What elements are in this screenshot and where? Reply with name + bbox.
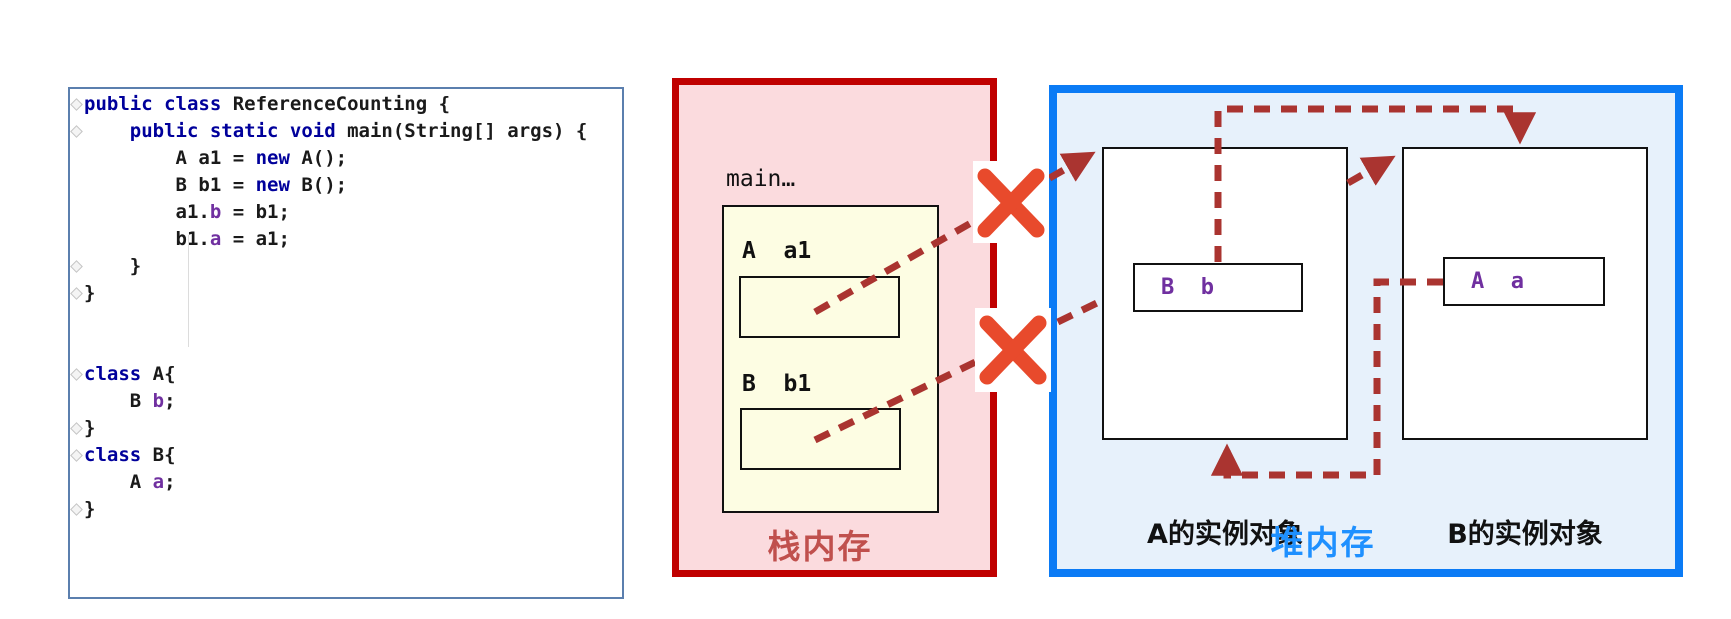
var-b1-slot — [740, 408, 901, 470]
code-lines: public class ReferenceCounting { public … — [70, 91, 622, 523]
fold-marker-icon — [70, 260, 83, 273]
code-line: B b1 = new B(); — [84, 174, 348, 196]
code-line: } — [70, 496, 622, 523]
var-a1-label: A a1 — [742, 238, 812, 264]
code-line: public static void main(String[] args) { — [70, 118, 622, 145]
code-line: class A{ — [70, 361, 622, 388]
fold-marker-icon — [70, 287, 83, 300]
stack-memory-title: 栈内存 — [767, 527, 873, 566]
code-line: } — [70, 280, 622, 307]
code-line: A a; — [84, 471, 176, 493]
fold-marker-icon — [70, 422, 83, 435]
code-line: B b; — [84, 390, 176, 412]
code-line: } — [70, 253, 622, 280]
field-a-slot: A a — [1443, 257, 1605, 306]
heap-memory-title: 堆内存 — [1270, 523, 1376, 562]
code-line: public class ReferenceCounting { — [70, 91, 622, 118]
instance-b-label: B的实例对象 — [1447, 519, 1603, 550]
code-line — [84, 307, 622, 334]
code-line: A a1 = new A(); — [84, 147, 348, 169]
fold-marker-icon — [70, 98, 83, 111]
code-line: class B{ — [70, 442, 622, 469]
code-panel: public class ReferenceCounting { public … — [68, 87, 624, 599]
fold-marker-icon — [70, 503, 83, 516]
stack-frame-label: main… — [726, 166, 796, 192]
fold-marker-icon — [70, 368, 83, 381]
code-line: b1.a = a1; — [84, 228, 290, 250]
code-line: a1.b = b1; — [84, 201, 290, 223]
var-b1-label: B b1 — [742, 371, 812, 397]
code-line: } — [70, 415, 622, 442]
var-a1-slot — [739, 276, 900, 338]
field-b-slot: B b — [1133, 263, 1303, 312]
code-line — [84, 334, 622, 361]
indent-guide — [188, 235, 189, 347]
fold-marker-icon — [70, 449, 83, 462]
fold-marker-icon — [70, 125, 83, 138]
instance-a-label: A的实例对象 — [1147, 519, 1303, 550]
